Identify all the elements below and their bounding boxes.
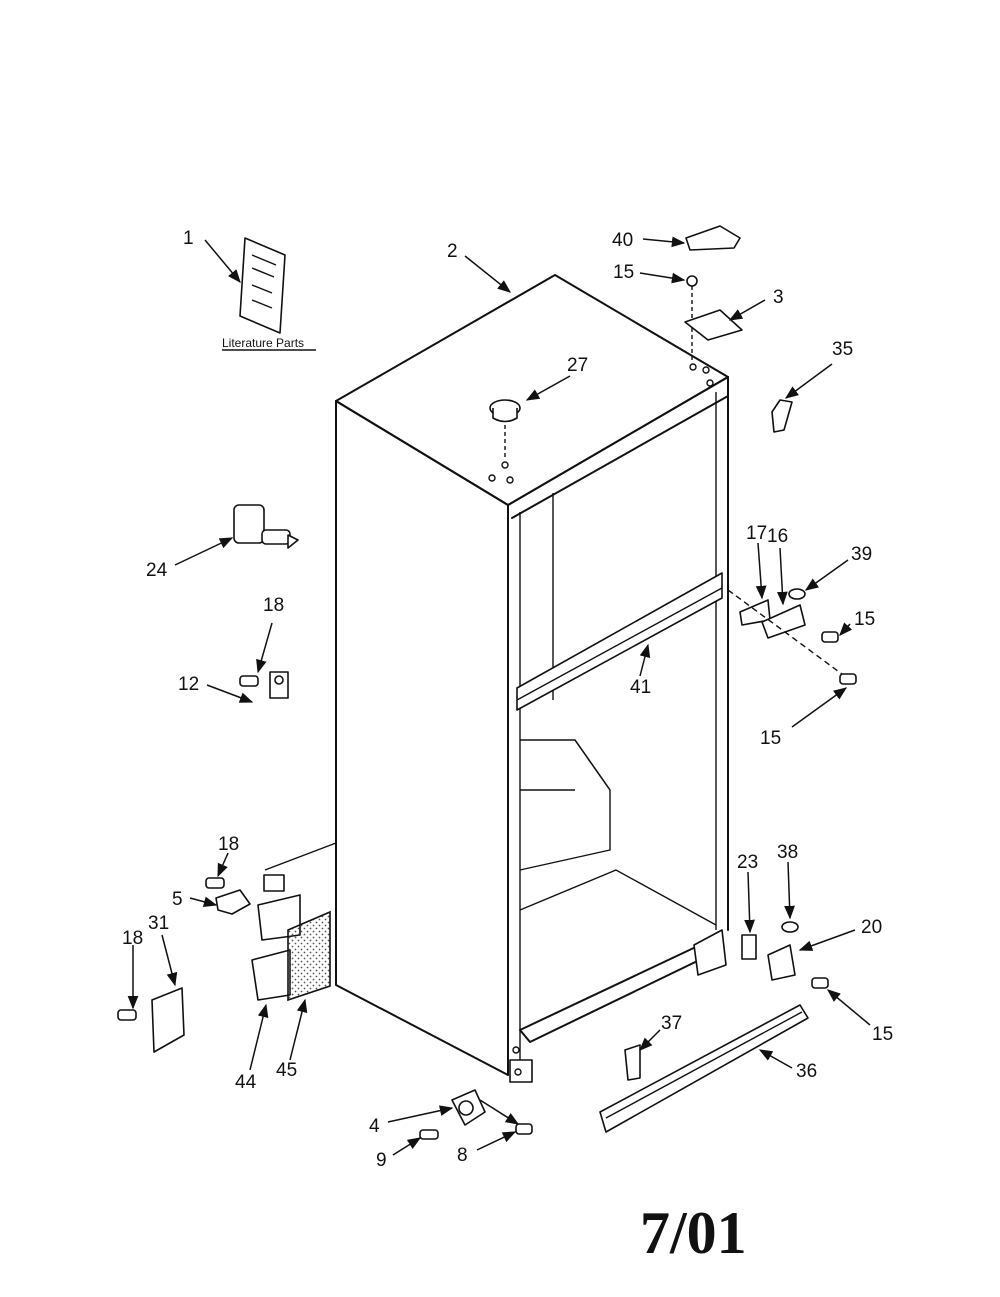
callout-18: 18 bbox=[263, 595, 284, 616]
callout-18: 18 bbox=[218, 834, 239, 855]
lower-bracket-part bbox=[741, 934, 757, 960]
callout-44: 44 bbox=[235, 1072, 257, 1093]
screw-part bbox=[205, 877, 225, 889]
date-code: 7/01 bbox=[640, 1200, 747, 1266]
door-stop-part bbox=[269, 671, 289, 699]
callout-5: 5 bbox=[172, 889, 183, 910]
callout-37: 37 bbox=[661, 1013, 682, 1034]
callout-3: 3 bbox=[773, 287, 784, 308]
literature-parts-label: Literature Parts bbox=[222, 336, 304, 350]
callout-41: 41 bbox=[630, 677, 651, 698]
center-hinge-part bbox=[727, 589, 851, 681]
callout-35: 35 bbox=[832, 339, 853, 360]
screw-part bbox=[239, 675, 259, 687]
literature-booklet-icon bbox=[239, 237, 286, 334]
washer-part bbox=[788, 588, 806, 600]
callout-12: 12 bbox=[178, 674, 199, 695]
callout-1: 1 bbox=[183, 228, 194, 249]
lower-hinge-part bbox=[215, 889, 251, 915]
washer-part bbox=[781, 921, 799, 933]
callout-23: 23 bbox=[737, 852, 758, 873]
plug-part bbox=[489, 399, 521, 460]
callout-15: 15 bbox=[760, 728, 781, 749]
callout-40: 40 bbox=[612, 230, 633, 251]
callout-17: 17 bbox=[746, 523, 767, 544]
callout-24: 24 bbox=[146, 560, 168, 581]
hinge-cover-plate-part bbox=[151, 987, 185, 1053]
hinge-cover-part bbox=[685, 225, 741, 251]
callout-31: 31 bbox=[148, 913, 169, 934]
callout-15: 15 bbox=[872, 1024, 893, 1045]
hinge-pin-part bbox=[771, 399, 793, 433]
callout-4: 4 bbox=[369, 1116, 380, 1137]
callout-8: 8 bbox=[457, 1145, 468, 1166]
top-hinge-part bbox=[684, 309, 743, 341]
insulation-pad-part bbox=[287, 910, 331, 1002]
callout-36: 36 bbox=[796, 1061, 817, 1082]
callout-38: 38 bbox=[777, 842, 798, 863]
leveling-leg-part bbox=[451, 1089, 486, 1126]
callout-2: 2 bbox=[447, 241, 458, 262]
pin-part bbox=[419, 1129, 439, 1140]
callout-16: 16 bbox=[767, 526, 788, 547]
callout-15: 15 bbox=[613, 262, 634, 283]
handle-mount-part bbox=[233, 504, 299, 549]
center-rail bbox=[516, 572, 723, 711]
screw-part bbox=[515, 1123, 533, 1135]
screw-part bbox=[821, 631, 839, 643]
screw-part bbox=[117, 1009, 137, 1021]
lower-hinge-part bbox=[767, 944, 796, 981]
callout-45: 45 bbox=[276, 1060, 297, 1081]
callout-20: 20 bbox=[861, 917, 882, 938]
callout-39: 39 bbox=[851, 544, 872, 565]
callout-labels: 1 2 40 15 3 27 35 17 16 39 15 24 18 12 4… bbox=[122, 228, 893, 1171]
leader-lines bbox=[127, 236, 871, 1156]
callout-27: 27 bbox=[567, 355, 588, 376]
toe-grille-part bbox=[599, 1004, 809, 1133]
bracket-part bbox=[251, 842, 337, 1001]
callout-18: 18 bbox=[122, 928, 143, 949]
screw-part bbox=[839, 673, 857, 685]
cabinet bbox=[335, 274, 729, 1083]
callout-9: 9 bbox=[376, 1150, 387, 1171]
grille-clip-part bbox=[624, 1044, 641, 1081]
callout-15: 15 bbox=[854, 609, 875, 630]
screw-part bbox=[811, 977, 829, 989]
